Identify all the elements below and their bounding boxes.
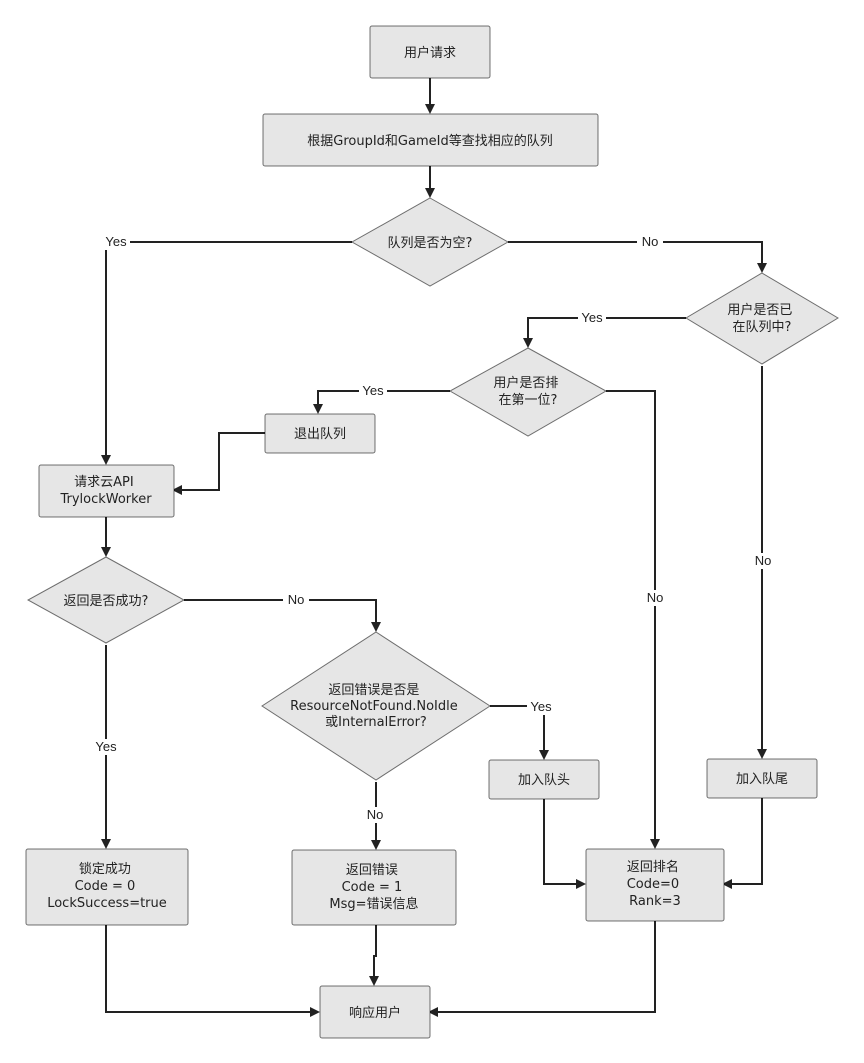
label-success-no: No <box>288 592 305 607</box>
node-lock-success: 锁定成功 Code = 0 LockSuccess=true <box>25 848 189 926</box>
node-respond-user: 响应用户 <box>319 985 431 1039</box>
node-user-first: 用户是否排 在第一位? <box>448 347 608 437</box>
svg-text:返回是否成功?: 返回是否成功? <box>64 594 149 609</box>
node-lock-success-line-1: 锁定成功 <box>79 861 131 877</box>
edge-success-no <box>184 599 381 632</box>
nodes: 用户请求 根据GroupId和GameId等查找相应的队列 队列是否为空? 用户… <box>25 25 839 1039</box>
edge-lock-to-respond <box>105 925 320 1017</box>
svg-text:用户是否已 在队列中?: 用户是否已 在队列中? <box>727 302 796 335</box>
node-return-error-line-1: 返回错误 <box>346 863 398 878</box>
svg-text:请求云API TrylockWorker: 请求云API TrylockWorker <box>59 475 152 507</box>
node-user-in-queue-line-1: 用户是否已 <box>727 302 792 318</box>
label-error-no: No <box>367 807 384 822</box>
svg-text:响应用户: 响应用户 <box>349 1005 401 1021</box>
node-join-head-line: 加入队头 <box>518 773 570 788</box>
node-join-head: 加入队头 <box>488 759 600 800</box>
node-return-error: 返回错误 Code = 1 Msg=错误信息 <box>291 849 457 926</box>
edge-error-to-respond <box>369 925 379 986</box>
edge-head-to-rank <box>543 799 586 889</box>
label-empty-yes: Yes <box>105 234 127 249</box>
edge-exit-to-api <box>172 432 265 495</box>
node-join-tail-line: 加入队尾 <box>736 772 788 787</box>
svg-text:退出队列: 退出队列 <box>294 427 346 442</box>
node-join-tail: 加入队尾 <box>706 758 818 799</box>
svg-text:返回错误 Code = 1: 返回错误 Code = 1 Msg=错误信息 <box>329 863 418 912</box>
edge-rank-to-respond <box>428 921 656 1017</box>
node-lock-success-line-3: LockSuccess=true <box>47 896 167 911</box>
node-lock-success-line-2: Code = 0 <box>75 879 136 894</box>
label-first-yes: Yes <box>362 383 384 398</box>
label-in-queue-yes: Yes <box>581 310 603 325</box>
svg-text:队列是否为空?: 队列是否为空? <box>388 236 473 251</box>
node-return-success: 返回是否成功? <box>26 556 186 644</box>
node-exit-queue-line: 退出队列 <box>294 427 346 442</box>
edge-in-queue-yes <box>523 317 686 348</box>
node-find-queue: 根据GroupId和GameId等查找相应的队列 <box>262 113 599 167</box>
svg-text:用户是否排 在第一位?: 用户是否排 在第一位? <box>493 375 562 408</box>
node-user-first-line-2: 在第一位? <box>499 393 558 408</box>
node-error-check-line-3: 或InternalError? <box>325 715 427 730</box>
node-user-in-queue-line-2: 在队列中? <box>733 320 792 335</box>
svg-text:返回错误是否是 ResourceNotFou: 返回错误是否是 ResourceNotFound.NoIdle 或Interna… <box>290 683 462 730</box>
label-error-yes: Yes <box>530 699 552 714</box>
label-empty-no: No <box>642 234 659 249</box>
node-user-in-queue: 用户是否已 在队列中? <box>685 272 839 365</box>
label-in-queue-no: No <box>755 553 772 568</box>
node-error-check-line-2: ResourceNotFound.NoIdle <box>290 699 458 714</box>
node-return-rank-line-2: Code=0 <box>627 877 679 892</box>
node-find-queue-line: 根据GroupId和GameId等查找相应的队列 <box>307 133 552 149</box>
node-user-request-line: 用户请求 <box>404 45 456 61</box>
node-call-api: 请求云API TrylockWorker <box>38 464 175 518</box>
node-user-first-line-1: 用户是否排 <box>493 375 558 391</box>
node-return-error-line-2: Code = 1 <box>342 880 403 895</box>
node-user-request: 用户请求 <box>369 25 491 79</box>
node-respond-user-line: 响应用户 <box>349 1005 401 1021</box>
svg-text:根据GroupId和GameId等查找相应的队列: 根据GroupId和GameId等查找相应的队列 <box>307 133 552 149</box>
node-queue-empty-line: 队列是否为空? <box>388 236 473 251</box>
svg-text:加入队尾: 加入队尾 <box>736 772 788 787</box>
node-return-rank-line-3: Rank=3 <box>629 894 681 909</box>
edge-tail-to-rank <box>722 798 763 889</box>
label-success-yes: Yes <box>95 739 117 754</box>
svg-text:加入队头: 加入队头 <box>518 773 570 788</box>
node-return-success-line: 返回是否成功? <box>64 594 149 609</box>
svg-text:用户请求: 用户请求 <box>404 45 456 61</box>
node-queue-empty: 队列是否为空? <box>350 197 510 287</box>
edge-labels: Yes No Yes No Yes No No Yes Yes No <box>92 234 776 823</box>
svg-text:锁定成功 Code = 0: 锁定成功 Code = 0 LockSuccess=true <box>47 861 167 911</box>
label-first-no: No <box>647 590 664 605</box>
svg-text:返回排名 Code=0 Ra: 返回排名 Code=0 Rank=3 <box>627 859 684 909</box>
node-return-rank: 返回排名 Code=0 Rank=3 <box>585 848 725 922</box>
node-return-rank-line-1: 返回排名 <box>627 859 679 875</box>
node-error-check-line-1: 返回错误是否是 <box>328 683 419 698</box>
node-error-check: 返回错误是否是 ResourceNotFound.NoIdle 或Interna… <box>261 631 491 781</box>
edge-first-no <box>606 390 660 849</box>
node-return-error-line-3: Msg=错误信息 <box>329 896 418 912</box>
edge-empty-no <box>508 241 767 273</box>
node-call-api-line-2: TrylockWorker <box>59 492 152 507</box>
node-exit-queue: 退出队列 <box>264 413 376 454</box>
node-call-api-line-1: 请求云API <box>74 475 134 490</box>
edge-first-yes <box>313 390 450 414</box>
